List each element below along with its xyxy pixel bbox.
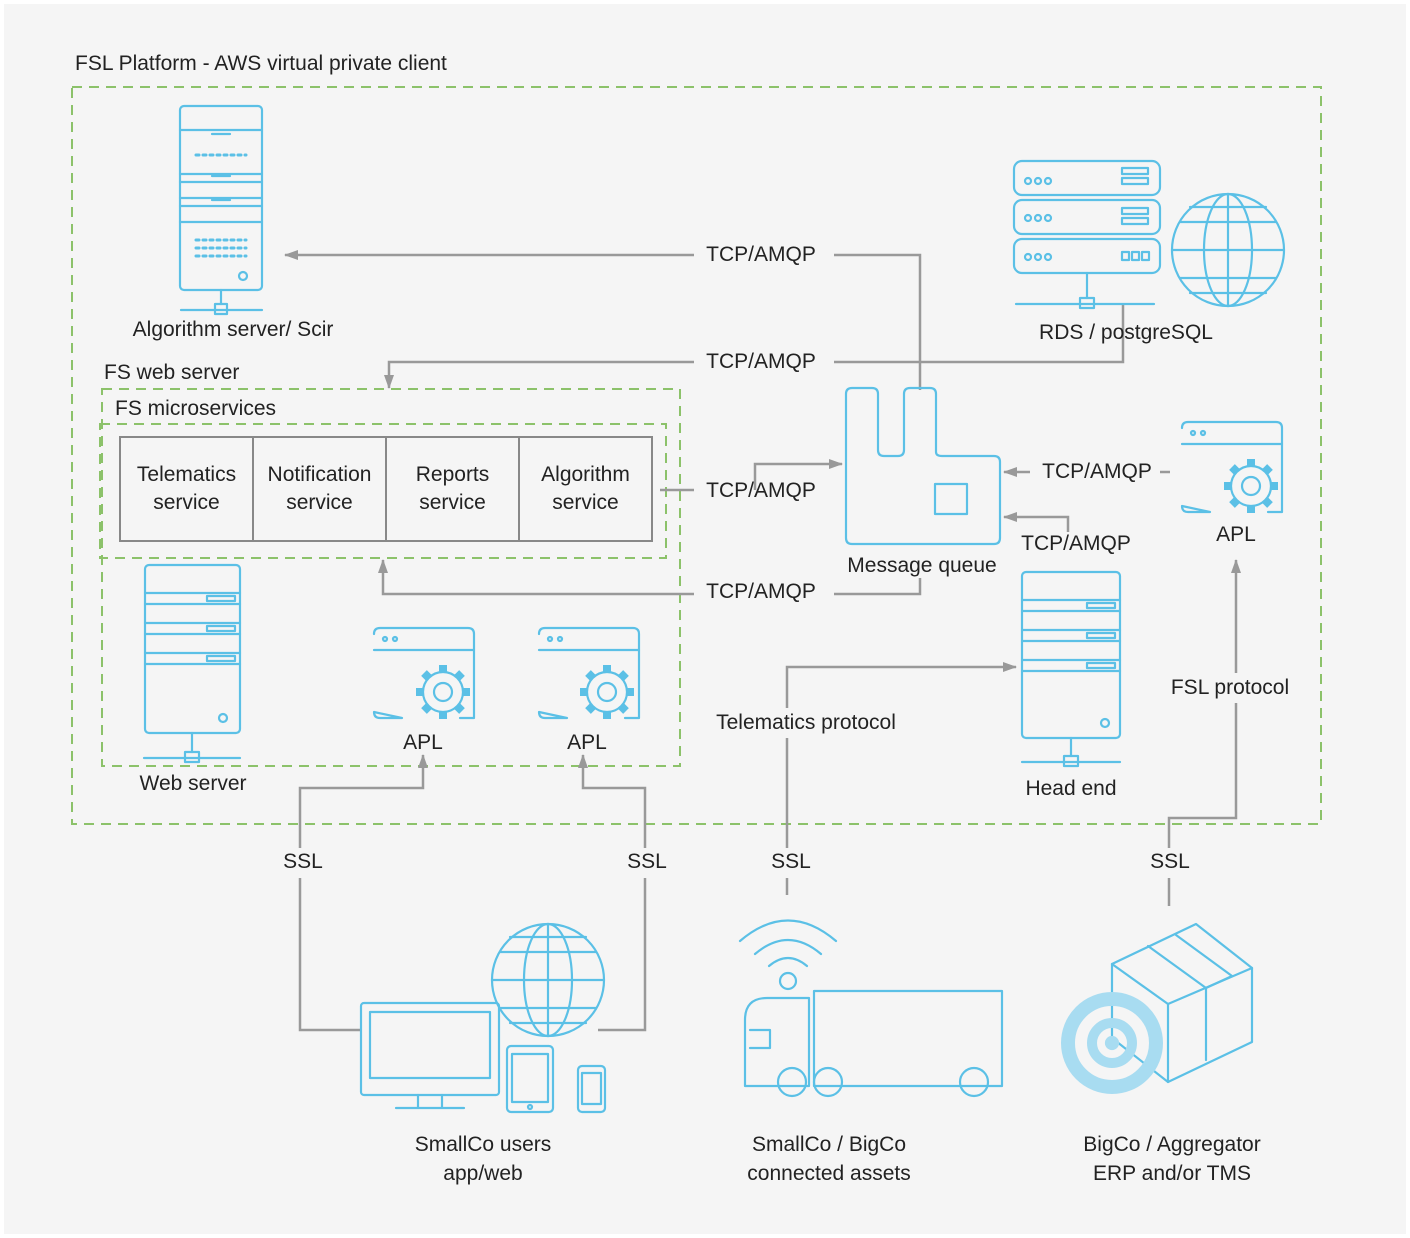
truck-icon	[743, 989, 1004, 1098]
microservices-zone-label: FS microservices	[115, 397, 277, 420]
apl-middle-icon	[537, 626, 641, 720]
edge-fsl-protocol	[1167, 560, 1236, 848]
algorithm-server-icon	[178, 104, 264, 316]
diagram-panel	[4, 4, 1406, 1234]
edge-telematics-protocol	[785, 667, 1016, 848]
web-server-label: Web server	[139, 772, 247, 795]
edge-ssl-users-right	[583, 755, 647, 1032]
tablet-icon	[505, 1044, 555, 1114]
edge-label-mq-to-algo-server: TCP/AMQP	[706, 243, 816, 266]
apl-right-label: APL	[1216, 523, 1256, 546]
apl-left-label: APL	[403, 731, 443, 754]
edge-label-ssl-users-right: SSL	[627, 850, 667, 873]
edge-label-mq-to-services: TCP/AMQP	[706, 580, 816, 603]
edge-mq-to-algo-server	[285, 255, 922, 390]
edge-label-fsl-protocol: FSL protocol	[1170, 676, 1290, 699]
edge-label-ssl-users-left: SSL	[283, 850, 323, 873]
smartphone-icon	[576, 1064, 607, 1114]
message-queue-icon	[844, 386, 1002, 546]
globe-icon	[490, 922, 606, 1038]
edge-label-services-to-mq: TCP/AMQP	[706, 479, 816, 502]
apl-left-icon	[372, 626, 476, 720]
platform-zone-label: FSL Platform - AWS virtual private clien…	[75, 52, 447, 75]
database-server-icon	[1012, 159, 1162, 310]
edge-label-head-end-to-mq: TCP/AMQP	[1021, 532, 1131, 555]
head-end-server-icon	[1020, 570, 1122, 768]
edge-rds-to-web-server	[389, 305, 1125, 388]
edge-label-apl-to-mq: TCP/AMQP	[1042, 460, 1152, 483]
message-queue-label: Message queue	[847, 554, 997, 577]
apl-right-icon	[1180, 420, 1284, 514]
target-icon	[1061, 992, 1163, 1094]
algorithm-server-label: Algorithm server/ Scir	[132, 318, 334, 341]
edge-label-rds-to-web-server: TCP/AMQP	[706, 350, 816, 373]
edge-ssl-users-left	[298, 755, 423, 1032]
edge-services-to-mq	[660, 464, 842, 492]
desktop-monitor-icon	[359, 1001, 501, 1110]
edge-head-end-to-mq	[1003, 512, 1070, 532]
web-server-icon	[142, 563, 242, 764]
web-server-zone-label: FS web server	[104, 361, 240, 384]
platform-boundary	[71, 86, 1322, 825]
head-end-label: Head end	[1025, 777, 1117, 800]
edge-label-telematics-protocol: Telematics protocol	[716, 711, 896, 734]
edge-mq-to-services	[383, 560, 922, 596]
rds-label: RDS / postgreSQL	[1039, 321, 1213, 344]
edge-label-ssl-erp: SSL	[1150, 850, 1190, 873]
edge-label-ssl-assets: SSL	[771, 850, 811, 873]
apl-middle-label: APL	[567, 731, 607, 754]
globe-icon	[1170, 192, 1286, 308]
wifi-signal-icon	[738, 919, 838, 991]
